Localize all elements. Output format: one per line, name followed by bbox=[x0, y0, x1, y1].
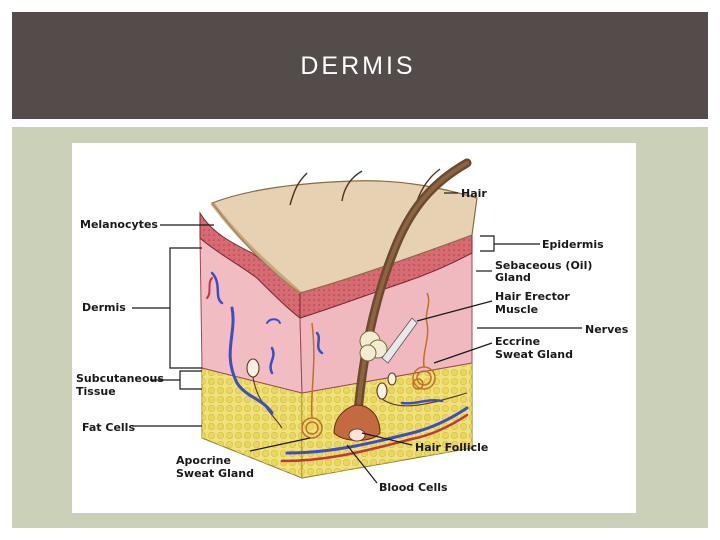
label-fat-cells: Fat Cells bbox=[82, 421, 135, 434]
label-dermis: Dermis bbox=[82, 301, 126, 314]
label-blood-cells: Blood Cells bbox=[379, 481, 448, 494]
label-sebaceous-line2: Gland bbox=[495, 271, 531, 284]
apocrine-sweat-gland bbox=[301, 322, 323, 439]
label-hair-erector-line2: Muscle bbox=[495, 303, 538, 316]
label-eccrine-line1: Eccrine bbox=[495, 335, 540, 348]
label-epidermis: Epidermis bbox=[542, 238, 604, 251]
eccrine-sweat-gland bbox=[412, 292, 436, 390]
skin-block-illustration bbox=[199, 158, 478, 479]
label-hair: Hair bbox=[461, 187, 487, 200]
title-bar bbox=[12, 12, 708, 119]
blood-vessels bbox=[206, 271, 469, 463]
label-subcutaneous-line1: Subcutaneous bbox=[76, 372, 164, 385]
nerve-fibers bbox=[246, 358, 468, 429]
label-eccrine-line2: Sweat Gland bbox=[495, 348, 573, 361]
label-nerves: Nerves bbox=[585, 323, 629, 336]
slide-title: DERMIS bbox=[300, 52, 416, 80]
skin-cross-section-diagram: Hair Melanocytes Epidermis Sebaceous (Oi… bbox=[76, 158, 629, 494]
label-hair-erector-line1: Hair Erector bbox=[495, 290, 570, 303]
skin-diagram-frame: Hair Melanocytes Epidermis Sebaceous (Oi… bbox=[72, 143, 636, 513]
label-hair-follicle: Hair Follicle bbox=[415, 441, 488, 454]
label-apocrine-line1: Apocrine bbox=[176, 454, 231, 467]
leader-lines bbox=[132, 192, 582, 484]
label-subcutaneous-line2: Tissue bbox=[76, 385, 116, 398]
sebaceous-gland bbox=[359, 330, 388, 362]
label-sebaceous-line1: Sebaceous (Oil) bbox=[495, 259, 592, 272]
hair-erector-muscle bbox=[381, 317, 418, 364]
label-apocrine-line2: Sweat Gland bbox=[176, 467, 254, 480]
label-melanocytes: Melanocytes bbox=[80, 218, 158, 231]
